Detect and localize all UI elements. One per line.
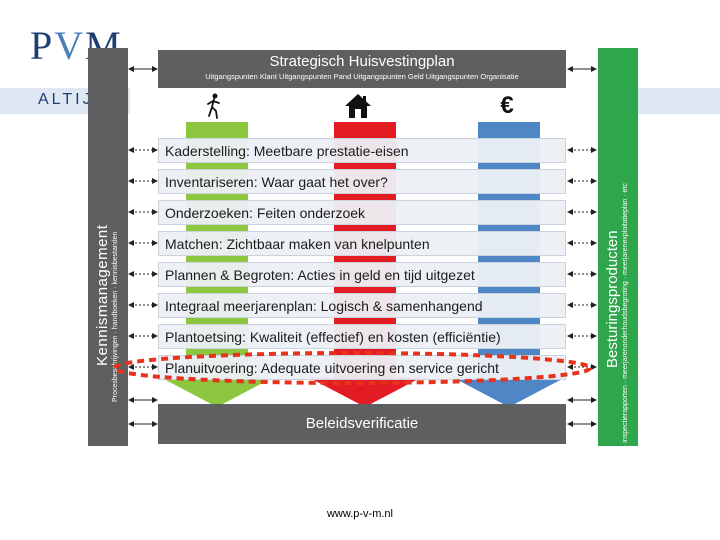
- besturingsproducten-bar: Besturingsproducten MJEH · inspectierapp…: [598, 48, 638, 468]
- row-integraal-meerjarenplan: Integraal meerjarenplan: Logisch & samen…: [158, 293, 566, 318]
- house-icon: [345, 94, 371, 118]
- row-inventariseren: Inventariseren: Waar gaat het over?: [158, 169, 566, 194]
- strategisch-huisvestingplan-box: Strategisch Huisvestingplan Uitgangspunt…: [158, 50, 566, 88]
- top-title: Strategisch Huisvestingplan: [269, 53, 455, 70]
- euro-icon: €: [500, 92, 514, 119]
- row-onderzoeken: Onderzoeken: Feiten onderzoek: [158, 200, 566, 225]
- besturingsproducten-title: Besturingsproducten: [604, 230, 621, 368]
- row-plantoetsing: Plantoetsing: Kwaliteit (effectief) en k…: [158, 324, 566, 349]
- besturingsproducten-subtitle: MJEH · inspectierapporten · meerjarenond…: [622, 183, 629, 468]
- row-plannen-begroten: Plannen & Begroten: Acties in geld en ti…: [158, 262, 566, 287]
- left-connectors: [128, 66, 158, 427]
- kennismanagement-bar: Kennismanagement Procesbeschrijvingen · …: [88, 48, 128, 446]
- right-connectors: [567, 66, 597, 427]
- row-kaderstelling: Kaderstelling: Meetbare prestatie-eisen: [158, 138, 566, 163]
- row-planuitvoering: Planuitvoering: Adequate uitvoering en s…: [158, 355, 566, 380]
- highlight-ellipse: [112, 351, 592, 385]
- logo-letter-p: P: [30, 23, 55, 68]
- top-subtitle: Uitgangspunten Klant Uitgangspunten Pand…: [205, 72, 519, 81]
- row-matchen: Matchen: Zichtbaar maken van knelpunten: [158, 231, 566, 256]
- website-url: www.p-v-m.nl: [326, 508, 393, 520]
- beleidsverificatie-box: Beleidsverificatie: [158, 404, 566, 444]
- walking-person-icon: [207, 93, 220, 119]
- kennismanagement-title: Kennismanagement: [94, 224, 111, 366]
- logo-letter-v: V: [54, 23, 86, 68]
